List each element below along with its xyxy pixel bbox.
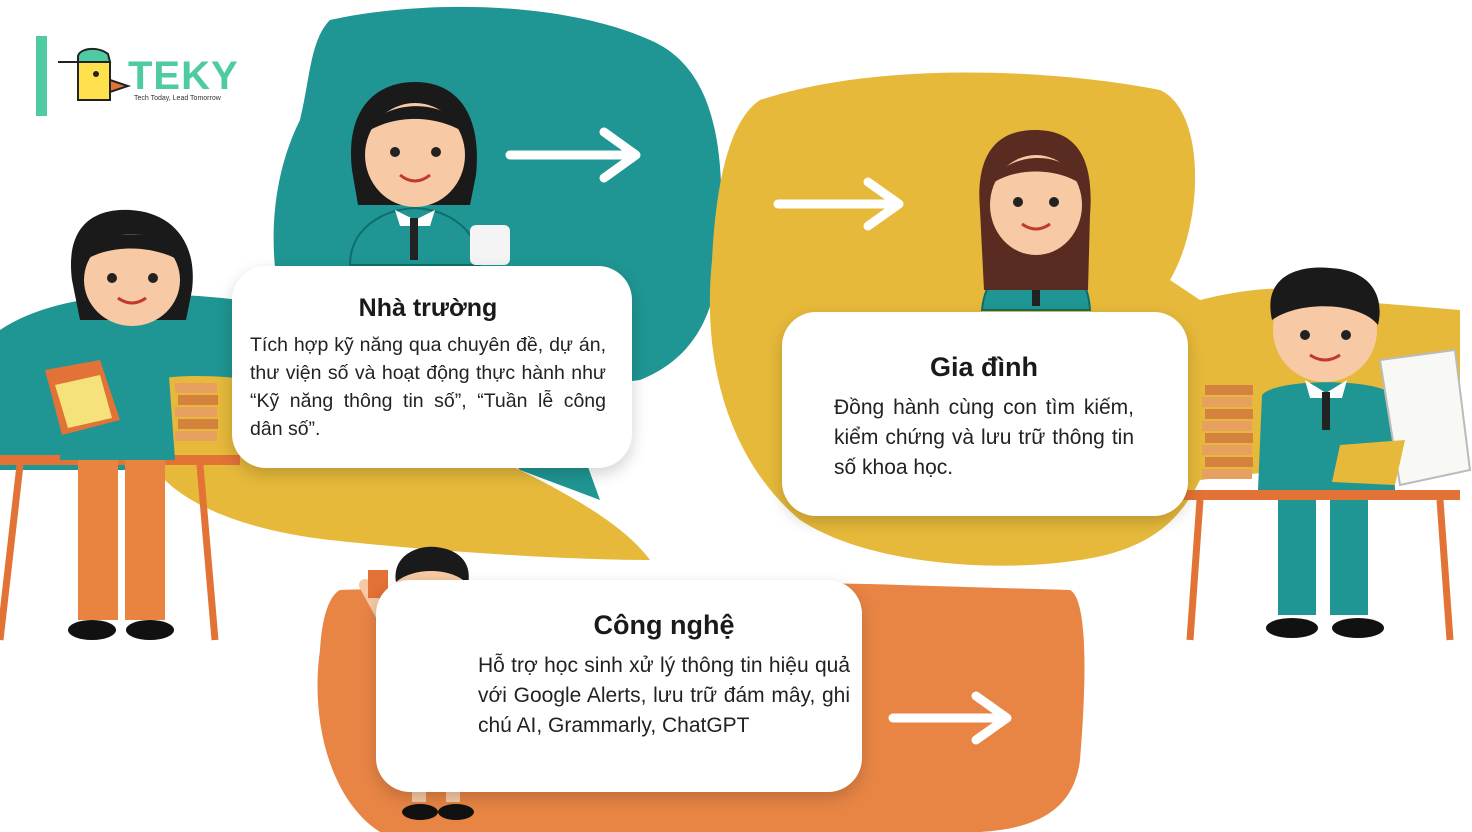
- student-illustration: [1180, 267, 1472, 641]
- arrow-right-icon: [773, 177, 904, 231]
- student-illustration: [0, 209, 240, 641]
- teky-logo: TEKY Tech Today, Lead Tomorrow: [36, 36, 239, 118]
- duck-mascot-icon: [58, 48, 132, 101]
- school-description: Tích hợp kỹ năng qua chuyên đề, dự án, t…: [250, 334, 606, 440]
- logo-accent-bar: [36, 36, 47, 116]
- technology-card: Công nghệ Hỗ trợ học sinh xử lý thông ti…: [376, 580, 862, 792]
- family-card: Gia đình Đồng hành cùng con tìm kiếm, ki…: [782, 312, 1188, 516]
- family-description: Đồng hành cùng con tìm kiếm, kiểm chứng …: [834, 396, 1134, 479]
- student-illustration: [979, 130, 1092, 311]
- logo-tagline: Tech Today, Lead Tomorrow: [134, 95, 221, 102]
- arrow-right-icon: [505, 127, 641, 183]
- logo-wordmark: TEKY: [128, 54, 239, 98]
- family-title: Gia đình: [930, 352, 1038, 382]
- technology-title: Công nghệ: [593, 610, 735, 640]
- technology-description: Hỗ trợ học sinh xử lý thông tin hiệu quả…: [478, 654, 850, 737]
- school-card: Nhà trường Tích hợp kỹ năng qua chuyên đ…: [232, 266, 632, 468]
- student-illustration: [348, 82, 510, 266]
- arrow-right-icon: [888, 691, 1012, 745]
- school-title: Nhà trường: [358, 294, 498, 322]
